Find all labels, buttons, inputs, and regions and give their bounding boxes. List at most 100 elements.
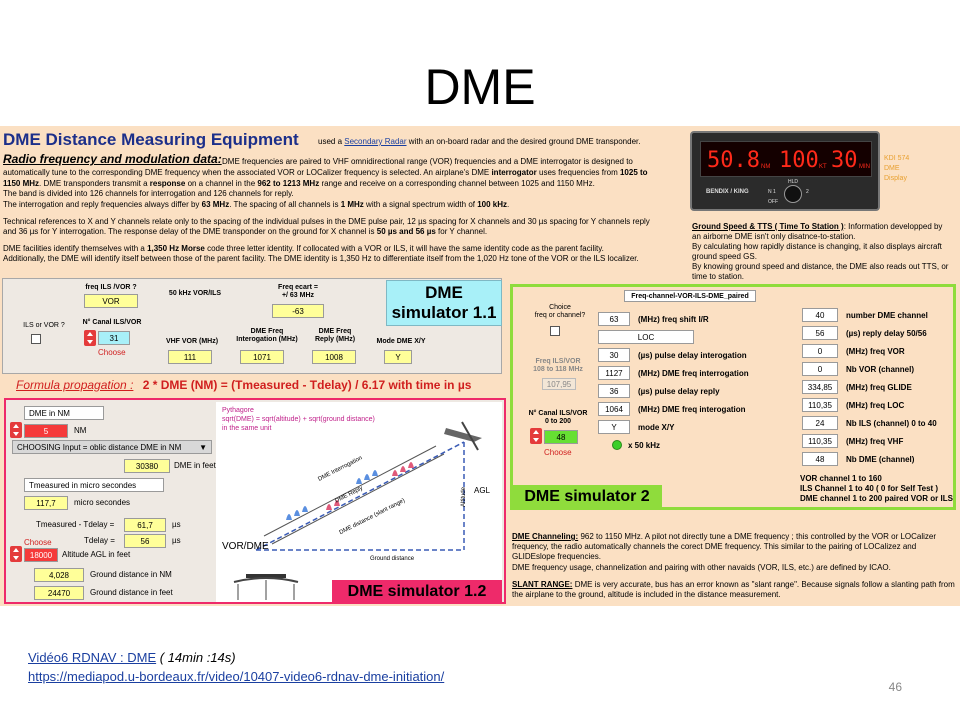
sim11-ils-or-vor-label: ILS or VOR ? xyxy=(23,322,65,329)
sim12-gd-ft-field[interactable]: 24470 xyxy=(34,586,84,600)
sim2-choice-checkbox[interactable] xyxy=(550,326,560,336)
video-link[interactable]: Vidéo6 RDNAV : DME xyxy=(28,650,157,665)
sim12-tdiff-field[interactable]: 61,7 xyxy=(124,518,166,532)
sim2-right-value-0[interactable]: 40 xyxy=(802,308,838,322)
sim2-left-value-2[interactable]: 30 xyxy=(598,348,630,362)
sim2-right-value-6[interactable]: 24 xyxy=(802,416,838,430)
para1-line4: The band is divided into 126 channels fo… xyxy=(3,189,294,198)
sim2-left-value-0[interactable]: 63 xyxy=(598,312,630,326)
sim2-frame xyxy=(510,284,956,510)
sim2-left-value-3[interactable]: 1127 xyxy=(598,366,630,380)
status-led-icon xyxy=(612,440,622,450)
sim2-right-label-5: (MHz) freq LOC xyxy=(846,401,905,410)
kdi-mode-knob[interactable] xyxy=(784,185,802,203)
diagram-agl-label: AGL xyxy=(474,486,491,495)
sim2-left-value-6[interactable]: Y xyxy=(598,420,630,434)
sim12-agl-field[interactable]: 18000 xyxy=(24,548,58,562)
sim12-choosing-select[interactable]: CHOOSING Input = oblic distance DME in N… xyxy=(12,440,212,454)
sim2-note-1: VOR channel 1 to 160 xyxy=(800,474,882,483)
gs-line5: By knowing ground speed and distance, th… xyxy=(692,262,949,271)
sim2-right-label-7: (MHz) freq VHF xyxy=(846,437,904,446)
para1-line2: automatically tune to the corresponding … xyxy=(3,168,648,177)
gs-line1: Ground Speed & TTS ( Time To Station ): … xyxy=(692,222,943,231)
diagram-ground-label: Ground distance xyxy=(370,556,415,562)
sim2-right-label-8: Nb DME (channel) xyxy=(846,455,915,464)
sim2-canal-spinner[interactable] xyxy=(530,428,542,444)
chan-line1: DME Channeling: 962 to 1150 MHz. A pilot… xyxy=(512,532,937,541)
sim12-choose-label: Choose xyxy=(24,538,52,547)
slide-title: DME xyxy=(424,59,536,115)
sim2-right-value-7[interactable]: 110,35 xyxy=(802,434,838,448)
para1-line5: The interrogation and reply frequencies … xyxy=(3,200,510,209)
sim12-title: DME simulator 1.2 xyxy=(332,580,502,604)
sim2-title: DME simulator 2 xyxy=(512,485,662,509)
slant-range-diagram: Pythagore sqrt(DME) = sqrt(altitude) + s… xyxy=(216,402,502,602)
main-heading-sub: used a Secondary Radar with an on-board … xyxy=(318,137,641,146)
sim12-tmeasured-unit: micro secondes xyxy=(74,498,131,507)
sim2-header: Freq-channel-VOR-ILS-DME_paired xyxy=(624,290,756,302)
sim12-gd-ft-label: Ground distance in feet xyxy=(90,588,173,597)
sim2-note-2: ILS Channel 1 to 40 ( 0 for Self Test ) xyxy=(800,484,939,493)
sim12-tdelay-label: Tdelay = xyxy=(84,536,115,545)
sim2-right-value-3[interactable]: 0 xyxy=(802,362,838,376)
sim12-tmeasured-field[interactable]: 117,7 xyxy=(24,496,68,510)
sim12-tdelay-unit: µs xyxy=(172,536,181,545)
sim2-right-value-2[interactable]: 0 xyxy=(802,344,838,358)
sim2-right-label-6: Nb ILS (channel) 0 to 40 xyxy=(846,419,937,428)
sim2-right-value-5[interactable]: 110,35 xyxy=(802,398,838,412)
secondary-radar-link[interactable]: Secondary Radar xyxy=(344,137,407,146)
sim2-left-label-2: (µs) pulse delay interogation xyxy=(638,351,747,360)
sim11-canal-field[interactable]: 31 xyxy=(98,331,130,345)
gs-line6: time to station. xyxy=(692,272,745,281)
kdi-brand: BENDIX / KING xyxy=(706,189,749,195)
para2-line2: and 36 µs for Y interrogation. The respo… xyxy=(3,227,488,236)
sim11-mode-field[interactable]: Y xyxy=(384,350,412,364)
sim11-dme-reply-field[interactable]: 1008 xyxy=(312,350,356,364)
sim12-gd-nm-label: Ground distance in NM xyxy=(90,570,172,579)
main-heading: DME Distance Measuring Equipment xyxy=(3,130,299,149)
footer-video: Vidéo6 RDNAV : DME ( 14min :14s) xyxy=(28,650,236,665)
sim2-freq-ils-vor-field[interactable]: 107,95 xyxy=(542,378,576,390)
sim2-right-label-4: (MHz) freq GLIDE xyxy=(846,383,912,392)
sim12-gd-nm-field[interactable]: 4,028 xyxy=(34,568,84,582)
sim2-right-value-1[interactable]: 56 xyxy=(802,326,838,340)
sim11-freq-ils-vor-field[interactable]: VOR xyxy=(84,294,138,308)
sim12-agl-spinner[interactable] xyxy=(10,546,22,562)
sim11-ils-or-vor-checkbox[interactable] xyxy=(31,334,41,344)
sim2-canal-field[interactable]: 48 xyxy=(544,430,578,444)
diagram-altitude-label: Altitude xyxy=(461,486,468,508)
page-number: 46 xyxy=(888,680,902,694)
gs-line2: an airborne DME isn't only disatnce-to-s… xyxy=(692,232,856,241)
sim2-right-value-8[interactable]: 48 xyxy=(802,452,838,466)
para3-line1: DME facilities identify themselves with … xyxy=(3,244,604,253)
sim2-left-value-4[interactable]: 36 xyxy=(598,384,630,398)
mediapod-url-link[interactable]: https://mediapod.u-bordeaux.fr/video/104… xyxy=(28,669,445,684)
kdi-knob-off: OFF xyxy=(768,199,778,205)
sim12-tdelay-field[interactable]: 56 xyxy=(124,534,166,548)
sim2-right-label-3: Nb VOR (channel) xyxy=(846,365,915,374)
para3-line2: Additionally, the DME will identify itse… xyxy=(3,254,639,263)
chan-line3: GLIDEslope frequencies. xyxy=(512,552,601,561)
kdi-unit-3: MIN xyxy=(859,164,870,170)
sim2-left-label-3: (MHz) DME freq interrogation xyxy=(638,369,749,378)
sim11-canal-spinner[interactable] xyxy=(84,330,96,346)
chevron-down-icon: ▼ xyxy=(199,442,207,452)
sim2-left-value-5[interactable]: 1064 xyxy=(598,402,630,416)
kdi-caption-2: DME xyxy=(884,165,900,172)
sim12-tdiff-label: Tmeasured - Tdelay = xyxy=(36,520,115,529)
sim2-left-label-7: x 50 kHz xyxy=(628,441,661,450)
chan-line2: frequency, the radio automatically chann… xyxy=(512,542,917,551)
kdi-574-display: 50.8 NM 100 KT 30 MIN BENDIX / KING HLD … xyxy=(690,131,880,211)
pythagore-line2: sqrt(DME) = sqrt(altitude) + sqrt(ground… xyxy=(222,416,375,423)
sim12-dme-feet-field[interactable]: 30380 xyxy=(124,459,170,473)
sim11-dme-interr-field[interactable]: 1071 xyxy=(240,350,284,364)
para2-line1: Technical references to X and Y channels… xyxy=(3,217,650,226)
sim12-dme-nm-spinner[interactable] xyxy=(10,422,22,438)
sim11-freq-ecart-field[interactable]: -63 xyxy=(272,304,324,318)
sim12-dme-nm-field[interactable]: 5 xyxy=(24,424,68,438)
sim11-vhf-vor-field[interactable]: 111 xyxy=(168,350,212,364)
sim2-left-value-1[interactable]: LOC xyxy=(598,330,694,344)
sim2-right-value-4[interactable]: 334,85 xyxy=(802,380,838,394)
